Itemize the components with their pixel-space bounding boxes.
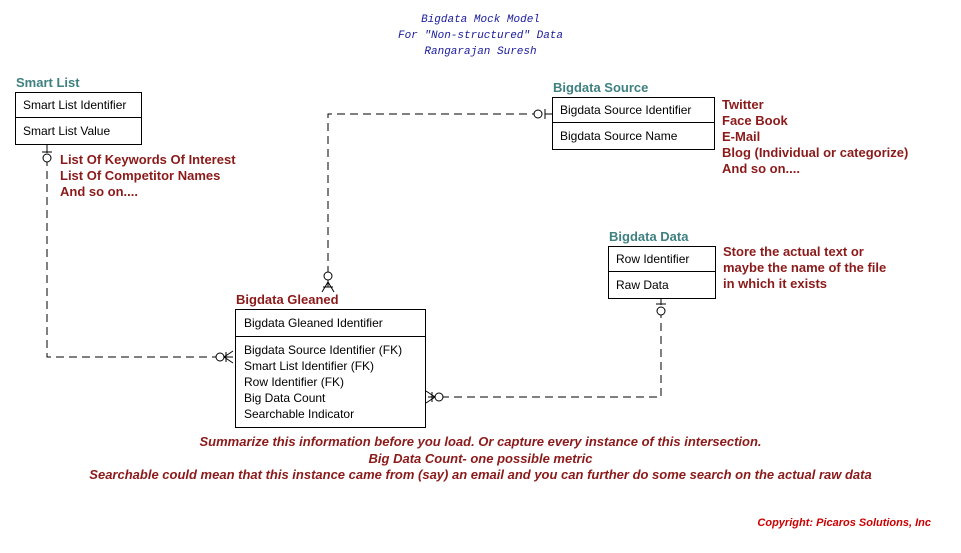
note-bigdata-source: Twitter Face Book E-Mail Blog (Individua… — [722, 97, 909, 176]
one-marker-smartlist — [42, 151, 52, 163]
entity-attr-section: Smart List Value — [16, 118, 141, 144]
entity-key-section: Smart List Identifier — [16, 93, 141, 118]
copyright: Copyright: Picaros Solutions, Inc — [757, 517, 931, 529]
many-marker-gleaned-top — [321, 271, 335, 293]
entity-key-section: Row Identifier — [609, 247, 715, 272]
entity-title-bigdata-source: Bigdata Source — [553, 80, 649, 95]
entity-attr: Smart List Identifier (FK) — [244, 359, 375, 373]
summary-line-2: Big Data Count- one possible metric — [368, 451, 593, 466]
note-smart-list: List Of Keywords Of Interest List Of Com… — [60, 152, 236, 199]
entity-key-section: Bigdata Gleaned Identifier — [236, 310, 425, 337]
entity-attr: Searchable Indicator — [244, 407, 355, 421]
entity-attr-section: Bigdata Source Identifier (FK) Smart Lis… — [236, 337, 425, 427]
entity-title-bigdata-gleaned: Bigdata Gleaned — [236, 292, 339, 307]
summary-line-3: Searchable could mean that this instance… — [89, 467, 872, 482]
entity-attr: Bigdata Source Name — [560, 129, 678, 143]
entity-attr: Row Identifier (FK) — [244, 375, 345, 389]
entity-attr: Bigdata Gleaned Identifier — [244, 316, 383, 330]
entity-bigdata-gleaned[interactable]: Bigdata Gleaned Identifier Bigdata Sourc… — [235, 309, 426, 428]
diagram-title: Bigdata Mock Model — [421, 14, 540, 26]
entity-smart-list[interactable]: Smart List Identifier Smart List Value — [15, 92, 142, 145]
one-marker-data — [656, 303, 666, 316]
summary-line-1: Summarize this information before you lo… — [199, 434, 762, 449]
entity-title-bigdata-data: Bigdata Data — [609, 229, 689, 244]
entity-attr-section: Bigdata Source Name — [553, 123, 714, 149]
entity-attr: Smart List Value — [23, 124, 111, 138]
many-marker-gleaned-right — [425, 390, 444, 404]
entity-attr: Smart List Identifier — [23, 98, 127, 112]
entity-attr: Bigdata Source Identifier (FK) — [244, 343, 403, 357]
entity-attr: Raw Data — [616, 278, 669, 292]
entity-bigdata-source[interactable]: Bigdata Source Identifier Bigdata Source… — [552, 97, 715, 150]
diagram-subtitle: For "Non-structured" Data — [397, 30, 564, 42]
entity-key-section: Bigdata Source Identifier — [553, 98, 714, 123]
entity-attr: Bigdata Source Identifier — [560, 103, 692, 117]
entity-bigdata-data[interactable]: Row Identifier Raw Data — [608, 246, 716, 299]
entity-attr-section: Raw Data — [609, 272, 715, 298]
relationship-source-gleaned — [327, 113, 553, 292]
one-marker-source — [533, 109, 546, 119]
relationship-smartlist-gleaned — [46, 145, 233, 358]
entity-title-smart-list: Smart List — [16, 75, 80, 90]
note-bigdata-data: Store the actual text or maybe the name … — [723, 244, 887, 291]
entity-attr: Row Identifier — [616, 252, 690, 266]
many-marker-gleaned-left — [215, 350, 234, 364]
entity-attr: Big Data Count — [244, 391, 326, 405]
diagram-author: Rangarajan Suresh — [424, 46, 537, 58]
relationship-data-gleaned — [426, 297, 662, 398]
